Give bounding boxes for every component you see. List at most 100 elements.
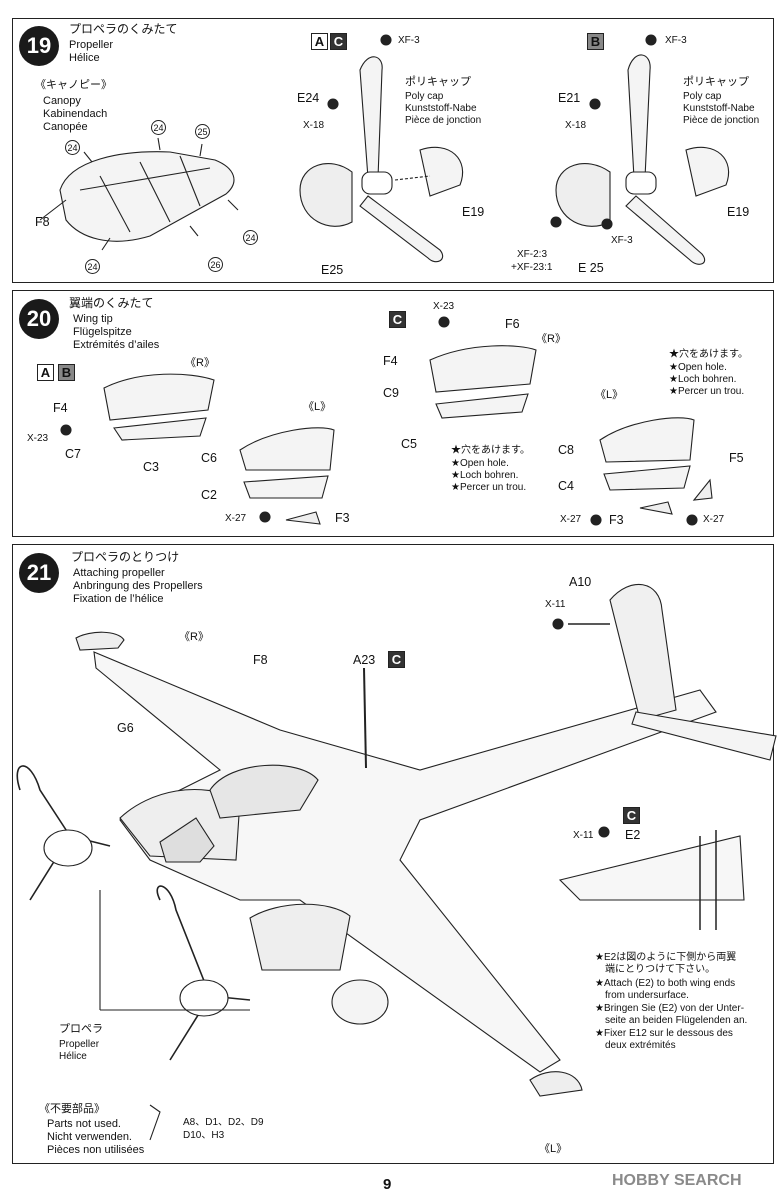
polycap-en-a: Poly cap [405,91,444,102]
aircraft-drawing [16,583,777,1141]
step20-left-c7: C7 [65,447,81,461]
step-19-title-fr: Hélice [69,52,100,64]
paint-xf3-c: XF-3 [611,235,633,246]
unused-parts-2: D10、H3 [183,1130,225,1141]
step20-right-f5: F5 [729,451,744,465]
callout-24-b: 24 [151,120,166,135]
canopy-drawing [39,137,239,251]
step-19-title-en: Propeller [69,39,114,51]
step21-a23: A23 [353,653,376,667]
step-20-title-de: Flügelspitze [73,326,132,338]
part-e25-label-b: E 25 [578,261,604,275]
canopy-title-de: Kabinendach [43,108,108,120]
step21-g6: G6 [117,721,134,735]
step21-e2: E2 [625,828,641,842]
step21-note-en2: from undersurface. [605,990,689,1001]
unused-title-jp: 《不要部品》 [39,1103,105,1115]
canopy-title-jp: 《キャノピー》 [35,79,112,91]
step-21-number: 21 [19,553,59,593]
step21-prop-fr: Hélice [59,1051,87,1062]
step20-left-f4: F4 [53,401,68,415]
step20-hole2-fr: ★Percer un trou. [669,386,745,397]
step20-right-c4: C4 [558,479,574,493]
step21-x11: X-11 [545,599,566,610]
step20-left-r: 《R》 [185,357,215,369]
variant-a-box: A [311,33,328,50]
step20-right-r: 《R》 [536,333,566,345]
step21-note-fr2: deux extrémités [605,1040,676,1051]
step20-right-x23: X-23 [433,301,455,312]
step21-note-jp1: ★E2は図のように下側から両翼 [595,952,737,963]
step20-box-b: B [58,364,75,381]
step20-right-c8: C8 [558,443,574,457]
part-e25-label-a: E25 [321,263,344,277]
step-20-title-en: Wing tip [73,313,113,325]
paint-xf3-b: XF-3 [665,35,687,46]
step-20-number: 20 [19,299,59,339]
step20-hole2-en: ★Open hole. [669,362,727,373]
step20-hole2-de: ★Loch bohren. [669,374,737,385]
step21-note-jp2: 端にとりつけて下さい。 [605,964,716,975]
part-e19-label-a: E19 [462,205,485,219]
step20-right-c9: C9 [383,386,399,400]
step20-box-c: C [389,311,406,328]
polycap-de-b: Kunststoff-Nabe [683,103,755,114]
canopy-title-fr: Canopée [43,121,88,133]
step21-e2-box: C [623,807,640,824]
step21-note-de1: ★Bringen Sie (E2) von der Unter- [595,1003,745,1014]
step20-hole2-jp: ★穴をあけます。 [669,349,748,360]
step20-hole-en: ★Open hole. [451,458,509,469]
callout-26: 26 [208,257,223,272]
variant-b-box: B [587,33,604,50]
part-f8-label: F8 [35,215,50,229]
step20-left-f3: F3 [335,511,350,525]
step-21-title-en: Attaching propeller [73,567,165,579]
step20-hole-de: ★Loch bohren. [451,470,519,481]
step-19-number: 19 [19,26,59,66]
step21-l: 《L》 [539,1143,568,1155]
step21-r: 《R》 [179,631,209,643]
polycap-jp-a: ポリキャップ [405,76,471,88]
step20-left-x27: X-27 [225,513,247,524]
polycap-jp-b: ポリキャップ [683,76,749,88]
step21-note-de2: seite an beiden Flügelenden an. [605,1015,748,1026]
unused-en: Parts not used. [47,1118,121,1130]
step20-hole-jp: ★穴をあけます。 [451,445,530,456]
step20-right-f4: F4 [383,354,398,368]
step20-left-c6: C6 [201,451,217,465]
polycap-en-b: Poly cap [683,91,722,102]
propeller-a-drawing [299,34,464,263]
step20-left-x23: X-23 [27,433,49,444]
part-e19-label-b: E19 [727,205,750,219]
paint-xf3-a: XF-3 [398,35,420,46]
part-e24-label: E24 [297,91,320,105]
polycap-fr-b: Pièce de jonction [683,115,760,126]
callout-24-a: 24 [65,140,80,155]
callout-24-d: 24 [85,259,100,274]
paint-mix-2: +XF-23:1 [511,262,553,273]
unused-parts-1: A8、D1、D2、D9 [183,1117,264,1128]
callout-24-c: 24 [243,230,258,245]
step-21-title-jp: プロペラのとりつけ [71,550,180,564]
step21-a10: A10 [569,575,592,589]
step20-left-l: 《L》 [303,401,332,413]
step20-right-f6: F6 [505,317,520,331]
callout-25: 25 [195,124,210,139]
paint-x18-a: X-18 [303,120,325,131]
step20-right-l: 《L》 [595,389,624,401]
step20-left-c3: C3 [143,460,159,474]
part-e21-label: E21 [558,91,581,105]
polycap-de-a: Kunststoff-Nabe [405,103,477,114]
step21-prop-en: Propeller [59,1039,100,1050]
paint-x18-b: X-18 [565,120,587,131]
step-20-title-jp: 翼端のくみたて [69,296,154,310]
variant-c-box: C [330,33,347,50]
wingtip-drawings [60,316,713,526]
propeller-b-drawing [550,34,730,265]
step-19-title-jp: プロペラのくみたて [69,22,178,36]
step20-right-c5: C5 [401,437,417,451]
paint-mix-1: XF-2:3 [517,249,548,260]
step-20-title-fr: Extrémités d’ailes [73,339,160,351]
page-number: 9 [383,1176,392,1193]
